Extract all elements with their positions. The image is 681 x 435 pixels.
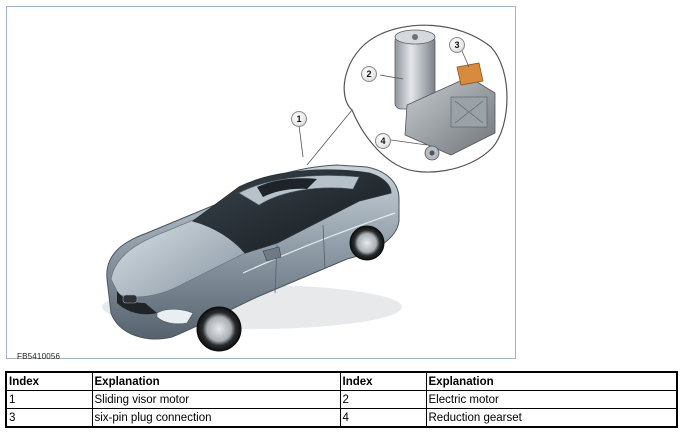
table-row: 1 Sliding visor motor 2 Electric motor — [5, 390, 678, 409]
figure-frame: 1 2 3 4 FB5410056 — [6, 6, 516, 361]
header-explanation-2: Explanation — [425, 371, 678, 391]
legend-header-row: Index Explanation Index Explanation — [5, 371, 678, 391]
callout-2: 2 — [361, 66, 377, 82]
cell-explanation: Sliding visor motor — [91, 390, 341, 409]
callout-4: 4 — [375, 133, 391, 149]
cell-explanation: Electric motor — [425, 390, 678, 409]
cell-index: 3 — [5, 408, 93, 428]
callout-3: 3 — [449, 37, 465, 53]
cell-explanation: six-pin plug connection — [91, 408, 341, 428]
header-index-2: Index — [339, 371, 427, 391]
cell-explanation: Reduction gearset — [425, 408, 678, 428]
legend-table: Index Explanation Index Explanation 1 Sl… — [5, 371, 678, 428]
car-illustration — [102, 24, 508, 352]
callout-1: 1 — [291, 111, 307, 127]
header-explanation-1: Explanation — [91, 371, 341, 391]
table-row: 3 six-pin plug connection 4 Reduction ge… — [5, 408, 678, 428]
cell-index: 2 — [339, 390, 427, 409]
cell-index: 1 — [5, 390, 93, 409]
figure-code: FB5410056 — [17, 352, 61, 361]
header-index-1: Index — [5, 371, 93, 391]
cell-index: 4 — [339, 408, 427, 428]
